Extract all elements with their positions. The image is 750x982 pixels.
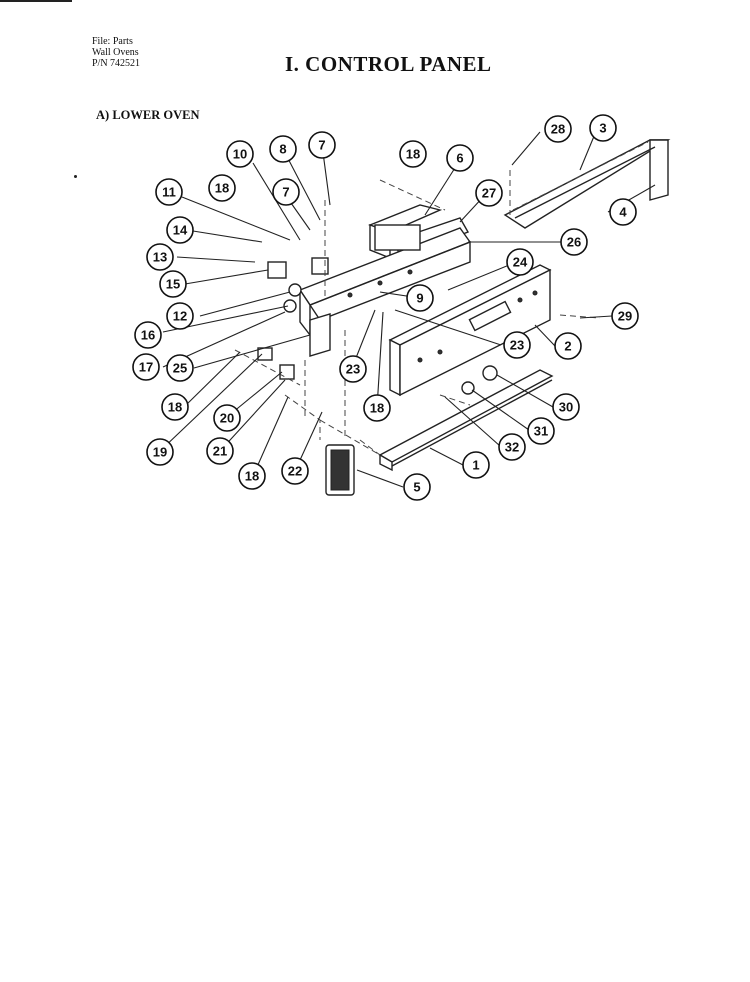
callout-20: 20	[213, 404, 241, 432]
callout-21: 21	[206, 437, 234, 465]
svg-text:31: 31	[534, 424, 548, 439]
svg-text:32: 32	[505, 440, 519, 455]
category-line: Wall Ovens	[92, 47, 139, 58]
svg-text:18: 18	[406, 147, 420, 162]
callout-5: 5	[403, 473, 431, 501]
callout-25: 25	[166, 354, 194, 382]
svg-text:29: 29	[618, 309, 632, 324]
part-control-panel	[388, 264, 552, 397]
svg-text:16: 16	[141, 328, 155, 343]
callout-12: 12	[166, 302, 194, 330]
callout-17: 17	[132, 353, 160, 381]
callout-23a: 23	[339, 355, 367, 383]
svg-text:19: 19	[153, 445, 167, 460]
svg-text:23: 23	[510, 338, 524, 353]
callout-10: 10	[226, 140, 254, 168]
svg-text:23: 23	[346, 362, 360, 377]
section-heading: A) LOWER OVEN	[96, 108, 200, 122]
svg-text:5: 5	[413, 480, 420, 495]
svg-text:7: 7	[282, 185, 289, 200]
callout-7b: 7	[272, 178, 300, 206]
svg-text:27: 27	[482, 186, 496, 201]
callout-13: 13	[146, 243, 174, 271]
svg-text:17: 17	[139, 360, 153, 375]
svg-text:26: 26	[567, 235, 581, 250]
svg-text:6: 6	[456, 151, 463, 166]
callout-14: 14	[166, 216, 194, 244]
svg-text:18: 18	[215, 181, 229, 196]
svg-text:25: 25	[173, 361, 187, 376]
svg-text:18: 18	[245, 469, 259, 484]
callout-2: 2	[554, 332, 582, 360]
callout-18d: 18	[363, 394, 391, 422]
svg-text:4: 4	[619, 205, 627, 220]
svg-text:7: 7	[318, 138, 325, 153]
top-rule	[0, 0, 72, 2]
svg-text:10: 10	[233, 147, 247, 162]
svg-text:9: 9	[416, 291, 423, 306]
callout-28: 28	[544, 115, 572, 143]
assembly-lines	[234, 170, 601, 456]
part-number-line: P/N 742521	[92, 58, 141, 69]
svg-text:30: 30	[559, 400, 573, 415]
callout-18b: 18	[399, 140, 427, 168]
callout-1: 1	[462, 451, 490, 479]
callout-8: 8	[269, 135, 297, 163]
callout-9: 9	[406, 284, 434, 312]
svg-text:3: 3	[599, 121, 606, 136]
part-back-panel	[298, 227, 472, 338]
file-header: File: Parts Wall Ovens P/N 742521	[92, 36, 140, 69]
callout-18e: 18	[238, 462, 266, 490]
svg-text:1: 1	[472, 458, 479, 473]
callout-4: 4	[609, 198, 637, 226]
svg-text:8: 8	[279, 142, 286, 157]
callout-11: 11	[155, 178, 183, 206]
svg-text:18: 18	[370, 401, 384, 416]
part-top-trim	[503, 139, 671, 229]
svg-text:24: 24	[513, 255, 528, 270]
callout-26: 26	[560, 228, 588, 256]
callout-22: 22	[281, 457, 309, 485]
callout-18a: 18	[208, 174, 236, 202]
svg-text:11: 11	[162, 185, 176, 200]
callout-23b: 23	[503, 331, 531, 359]
callout-32: 32	[498, 433, 526, 461]
svg-text:22: 22	[288, 464, 302, 479]
callout-30: 30	[552, 393, 580, 421]
svg-text:15: 15	[166, 277, 180, 292]
callout-27: 27	[475, 179, 503, 207]
svg-text:14: 14	[173, 223, 188, 238]
page-title: I. CONTROL PANEL	[285, 52, 492, 76]
callout-29: 29	[611, 302, 639, 330]
callout-19: 19	[146, 438, 174, 466]
part-switches	[257, 224, 498, 395]
callout-6: 6	[446, 144, 474, 172]
svg-text:21: 21	[213, 444, 227, 459]
callout-16: 16	[134, 321, 162, 349]
svg-text:13: 13	[153, 250, 167, 265]
callout-18c: 18	[161, 393, 189, 421]
svg-text:12: 12	[173, 309, 187, 324]
callout-31: 31	[527, 417, 555, 445]
callout-15: 15	[159, 270, 187, 298]
callout-7a: 7	[308, 131, 336, 159]
file-line: File: Parts	[92, 36, 133, 47]
scan-speck	[74, 175, 77, 178]
callout-24: 24	[506, 248, 534, 276]
part-vent-grille	[325, 444, 355, 496]
svg-text:2: 2	[564, 339, 571, 354]
svg-text:18: 18	[168, 400, 182, 415]
svg-text:28: 28	[551, 122, 565, 137]
callout-3: 3	[589, 114, 617, 142]
svg-text:20: 20	[220, 411, 234, 426]
